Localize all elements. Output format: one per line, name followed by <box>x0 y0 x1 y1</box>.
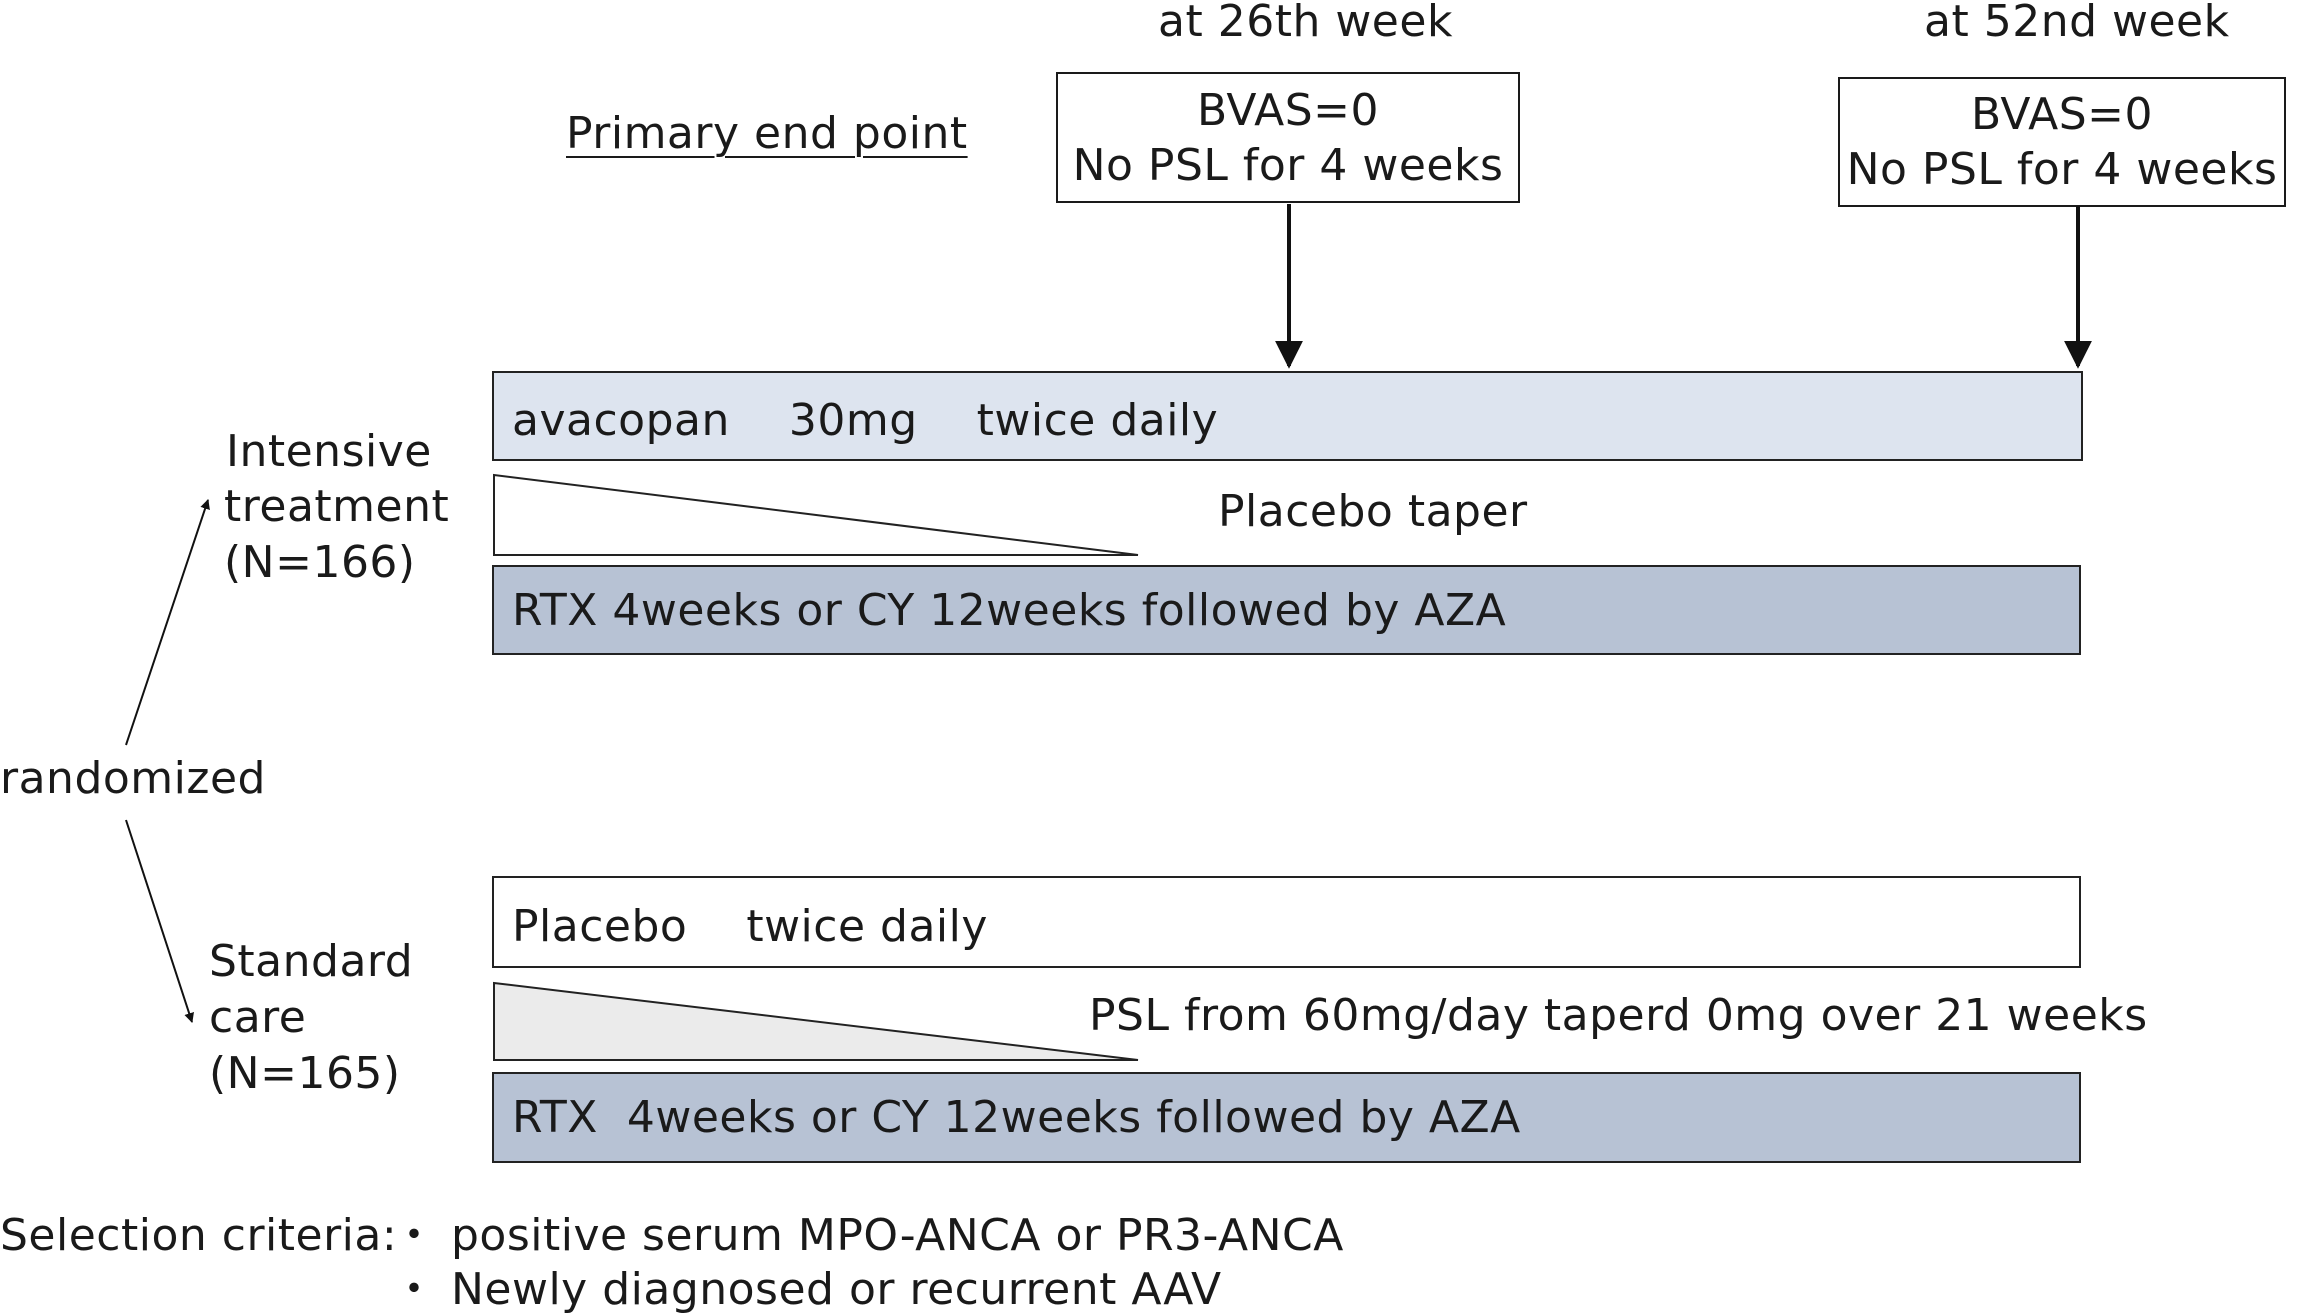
week26-label: at 26th week <box>1158 0 1453 47</box>
randomized-label: randomized <box>0 753 266 804</box>
endpoint-26-line2: No PSL for 4 weeks <box>1072 139 1504 191</box>
intensive-group-line1: Intensive <box>226 426 432 477</box>
selection-criteria-label: Selection criteria: <box>0 1210 398 1261</box>
standard-immuno-bar: RTX 4weeks or CY 12weeks followed by AZA <box>492 1072 2081 1163</box>
intensive-taper-label: Placebo taper <box>1218 486 1528 537</box>
standard-group-line2: care <box>209 992 307 1043</box>
standard-taper-triangle <box>493 981 1139 1061</box>
endpoint-26-line1: BVAS=0 <box>1196 84 1379 136</box>
standard-taper-label: PSL from 60mg/day taperd 0mg over 21 wee… <box>1089 990 2148 1041</box>
week52-label: at 52nd week <box>1924 0 2230 47</box>
endpoint-box-26: BVAS=0 No PSL for 4 weeks <box>1056 72 1520 203</box>
placebo-bar: Placebo twice daily <box>492 876 2081 968</box>
primary-end-point-label: Primary end point <box>566 108 968 159</box>
avacopan-bar: avacopan 30mg twice daily <box>492 371 2083 461</box>
standard-group-line3: (N=165) <box>209 1048 401 1099</box>
arrow-to-standard <box>125 819 194 1023</box>
endpoint-52-line1: BVAS=0 <box>1970 89 2153 140</box>
arrow-to-intensive <box>125 499 210 746</box>
standard-group-line1: Standard <box>209 936 414 987</box>
intensive-group-line2: treatment <box>224 481 450 532</box>
endpoint-box-52: BVAS=0 No PSL for 4 weeks <box>1838 77 2286 207</box>
selection-criteria-item-1: ・ positive serum MPO-ANCA or PR3-ANCA <box>392 1210 1344 1261</box>
intensive-group-line3: (N=166) <box>224 537 416 588</box>
selection-criteria-item-2: ・ Newly diagnosed or recurrent AAV <box>392 1264 1222 1315</box>
endpoint-52-line2: No PSL for 4 weeks <box>1846 144 2278 195</box>
intensive-taper-triangle <box>493 473 1139 556</box>
intensive-immuno-bar: RTX 4weeks or CY 12weeks followed by AZA <box>492 565 2081 655</box>
